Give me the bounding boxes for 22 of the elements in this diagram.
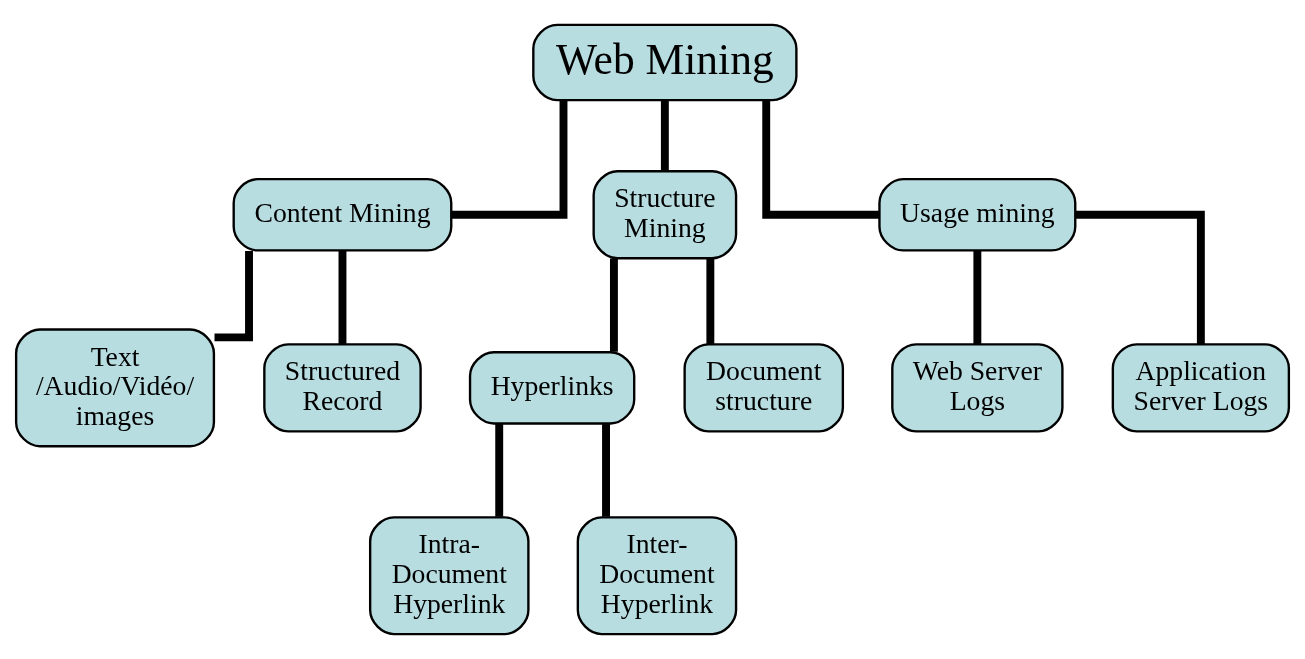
connector: [451, 100, 568, 219]
node-box: Structure Mining: [592, 170, 738, 260]
node-box: Web Server Logs: [891, 343, 1064, 433]
node-box: Document structure: [683, 343, 845, 433]
connector: [973, 250, 982, 345]
connector: [495, 424, 504, 517]
connector: [1075, 210, 1205, 345]
connector: [609, 258, 618, 352]
connector: [338, 250, 347, 345]
node-box: Text /Audio/Vidéo/ images: [14, 328, 216, 448]
node-box: Usage mining: [878, 178, 1077, 252]
node-box: Structured Record: [263, 343, 422, 433]
connector: [762, 100, 880, 219]
connector: [706, 258, 715, 345]
connector: [602, 424, 610, 517]
node-box: Application Server Logs: [1111, 343, 1291, 433]
node-box: Content Mining: [232, 178, 453, 252]
node-box: Hyperlinks: [468, 351, 636, 425]
node-box: Web Mining: [532, 23, 798, 102]
node-box: Inter- Document Hyperlink: [576, 516, 738, 636]
node-box: Intra- Document Hyperlink: [368, 516, 530, 636]
connector: [660, 100, 669, 172]
